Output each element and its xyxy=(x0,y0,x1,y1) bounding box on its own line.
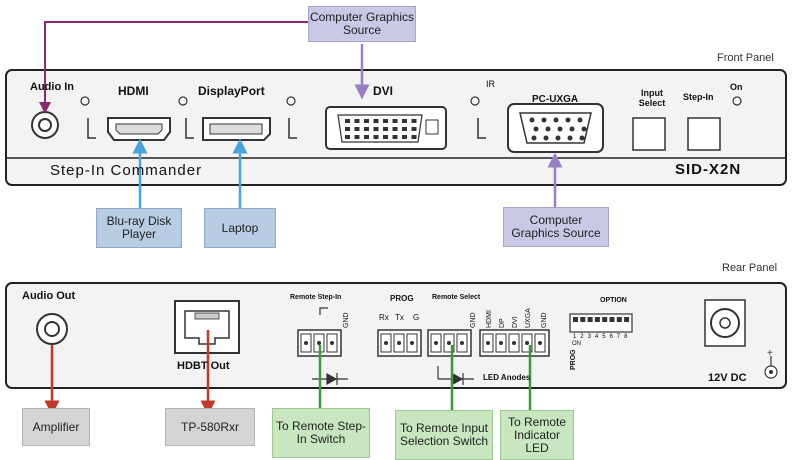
audio-in-label: Audio In xyxy=(30,81,74,93)
dip-switch-1 xyxy=(573,317,578,322)
led-anodes-terminal xyxy=(479,329,550,357)
displayport-port xyxy=(202,117,271,141)
option-dip-switch xyxy=(569,313,633,333)
dip-switch-4 xyxy=(594,317,600,322)
vga-port xyxy=(507,103,604,153)
to-remote-step-in-box: To Remote Step-In Switch xyxy=(272,408,370,458)
led-hdmi xyxy=(178,96,188,106)
dip-number-4: 4 xyxy=(594,334,599,340)
prog-terminal xyxy=(377,329,422,357)
dc-power-jack xyxy=(704,299,746,347)
laptop-box: Laptop xyxy=(204,208,276,248)
remote-select-terminal xyxy=(427,329,472,357)
step-in-label: Step-In xyxy=(683,92,714,102)
dip-number-3: 3 xyxy=(587,334,591,340)
dip-switch-8 xyxy=(624,317,630,322)
led-displayport xyxy=(286,96,296,106)
input-select-label: Input Select xyxy=(638,88,666,108)
dvi-port xyxy=(325,106,447,150)
amplifier-box: Amplifier xyxy=(22,408,90,446)
pin-g-label: G xyxy=(413,313,420,322)
hdbt-port xyxy=(174,300,240,354)
bottom-computer-source-box: Computer Graphics Source xyxy=(503,207,609,247)
dip-switch-6 xyxy=(609,317,615,322)
model-label: SID-X2N xyxy=(675,161,742,178)
receiver-box: TP-580Rxr xyxy=(165,408,255,446)
to-remote-led-box: To Remote Indicator LED xyxy=(500,410,574,460)
dip-switch-7 xyxy=(616,317,622,322)
front-panel-title: Front Panel xyxy=(717,52,774,64)
dip-number-8: 8 xyxy=(624,334,628,340)
led-audio xyxy=(80,96,90,106)
dvi-label: DVI xyxy=(373,84,394,98)
dip-switch-3 xyxy=(587,317,593,322)
rear-panel-title: Rear Panel xyxy=(722,262,778,274)
pc-uxga-label: PC-UXGA xyxy=(532,94,579,105)
top-computer-source-box: Computer Graphics Source xyxy=(308,6,416,42)
ir-label: IR xyxy=(486,79,495,89)
to-remote-input-select-box: To Remote Input Selection Switch xyxy=(395,410,493,460)
pin-rx-label: Rx xyxy=(379,313,389,322)
displayport-label: DisplayPort xyxy=(198,84,265,98)
front-panel xyxy=(5,69,787,186)
step-in-button xyxy=(687,117,721,151)
ir-sensor xyxy=(470,96,480,106)
on-label: On xyxy=(730,82,743,92)
dip-number-2: 2 xyxy=(580,334,584,340)
svg-text:+: + xyxy=(767,348,773,359)
step-in-gnd-label: GND xyxy=(343,312,350,328)
pin-dvi-label: DVI xyxy=(512,316,519,328)
input-select-button xyxy=(632,117,666,151)
dip-switch-2 xyxy=(580,317,586,322)
pin-tx-label: Tx xyxy=(395,313,404,322)
dip-number-1: 1 xyxy=(573,334,577,340)
option-label: OPTION xyxy=(600,297,627,304)
led-gnd-label: GND xyxy=(541,312,548,328)
led-on xyxy=(732,96,742,106)
pin-dp-label: DP xyxy=(499,318,506,328)
select-gnd-label: GND xyxy=(470,312,477,328)
remote-select-label: Remote Select xyxy=(432,294,481,301)
dip-number-6: 6 xyxy=(609,334,613,340)
dip-switch-5 xyxy=(602,317,608,322)
dc-12v-label: 12V DC xyxy=(708,372,747,384)
brand-label: Step-In Commander xyxy=(50,162,203,179)
led-anodes-label: LED Anodes xyxy=(483,373,531,382)
dip-number-7: 7 xyxy=(616,334,621,340)
hdbt-out-label: HDBT Out xyxy=(177,360,230,372)
prog-side-label: PROG xyxy=(570,349,577,370)
hdmi-port xyxy=(107,117,171,141)
prog-label: PROG xyxy=(390,294,414,303)
audio-out-label: Audio Out xyxy=(22,290,76,302)
dip-on-label: ON xyxy=(572,341,581,347)
hdmi-label: HDMI xyxy=(118,84,149,98)
dip-number-5: 5 xyxy=(602,334,606,340)
remote-step-in-label: Remote Step-In xyxy=(290,294,342,301)
pin-hdmi-label: HDMI xyxy=(486,310,493,328)
pin-uxga-label: UXGA xyxy=(525,308,532,328)
bluray-box: Blu-ray Disk Player xyxy=(96,208,182,248)
